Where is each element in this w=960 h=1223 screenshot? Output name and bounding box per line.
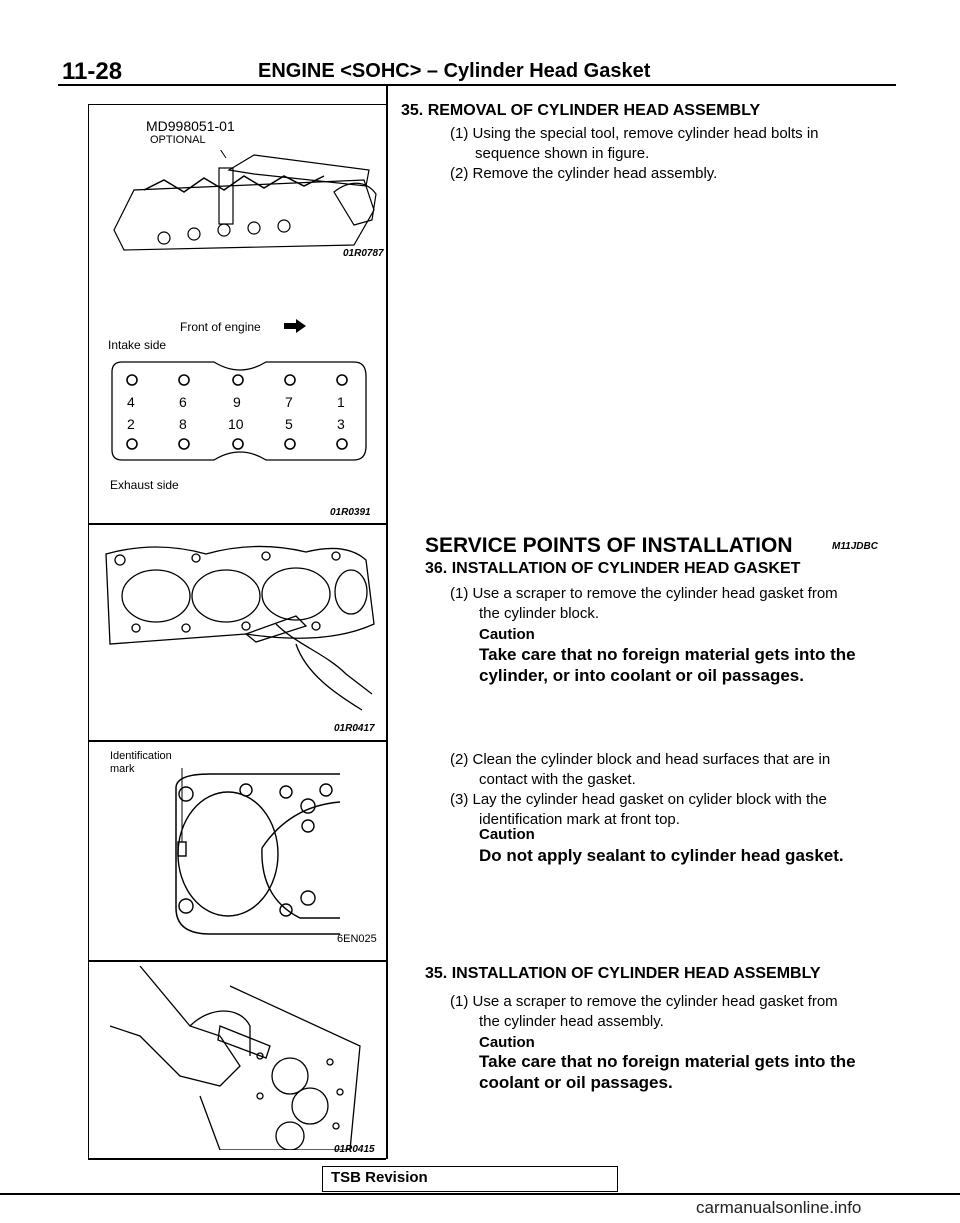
bolt-num-top-1: 4 xyxy=(127,394,135,410)
column-divider xyxy=(386,86,388,1159)
bolt-num-bottom-4: 5 xyxy=(285,416,293,432)
removal-step1-b: sequence shown in figure. xyxy=(475,145,650,162)
installation-caution-label: Caution xyxy=(479,1034,535,1051)
service-step3-a: (3) Lay the cylinder head gasket on cyli… xyxy=(450,791,827,808)
intake-label: Intake side xyxy=(108,338,167,352)
removal-step2: (2) Remove the cylinder head assembly. xyxy=(450,165,718,182)
removal-heading: 35. REMOVAL OF CYLINDER HEAD ASSEMBLY xyxy=(401,102,761,119)
service-step2-b: contact with the gasket. xyxy=(479,771,636,788)
fig-rule-1 xyxy=(88,104,386,105)
fig3-code: 6EN025 xyxy=(337,933,377,945)
service-step2-a: (2) Clean the cylinder block and head su… xyxy=(450,751,831,768)
fig2-code: 01R0417 xyxy=(334,723,375,734)
caution1-line-b: cylinder, or into coolant or oil passage… xyxy=(479,666,804,685)
tool-head-illustration xyxy=(113,150,377,251)
caution2-text: Do not apply sealant to cylinder head ga… xyxy=(479,846,844,865)
fig-rule-3 xyxy=(88,740,386,742)
left-border xyxy=(88,104,89,1159)
bolt-num-top-3: 9 xyxy=(233,394,241,410)
fig4-code: 01R0415 xyxy=(334,1144,375,1155)
tool-label: MD998051-01 xyxy=(146,118,235,134)
fig1-code: 01R0787 xyxy=(343,248,384,259)
service-step1-a: (1) Use a scraper to remove the cylinder… xyxy=(450,585,838,602)
bolt-num-bottom-5: 3 xyxy=(337,416,345,432)
installation-heading: 35. INSTALLATION OF CYLINDER HEAD ASSEMB… xyxy=(425,965,821,982)
service-code: M11JDBC xyxy=(832,541,878,552)
page-title: ENGINE <SOHC> – Cylinder Head Gasket xyxy=(258,60,651,82)
installation-step1-a: (1) Use a scraper to remove the cylinder… xyxy=(450,993,838,1010)
front-label: Front of engine xyxy=(180,320,261,334)
tsb-revision-label: TSB Revision xyxy=(331,1169,428,1186)
bolt-num-top-5: 1 xyxy=(337,394,345,410)
optional-label: OPTIONAL xyxy=(150,134,206,146)
fig-rule-2 xyxy=(88,523,386,525)
removal-step1-a: (1) Using the special tool, remove cylin… xyxy=(450,125,819,142)
bolt-sequence-diagram xyxy=(111,361,367,461)
fig1b-code: 01R0391 xyxy=(330,507,371,518)
scraper-block-illustration xyxy=(105,545,375,711)
installation-step1-b: the cylinder head assembly. xyxy=(479,1013,664,1030)
tsb-revision-box: TSB Revision xyxy=(322,1166,618,1192)
mark-label: mark xyxy=(110,763,135,775)
gasket-illustration xyxy=(175,768,341,935)
identification-label: Identification xyxy=(110,750,172,762)
service-heading: SERVICE POINTS OF INSTALLATION xyxy=(425,534,793,557)
fig-rule-4 xyxy=(88,960,386,962)
bolt-num-top-4: 7 xyxy=(285,394,293,410)
bolt-num-top-2: 6 xyxy=(179,394,187,410)
gasket-install-heading: 36. INSTALLATION OF CYLINDER HEAD GASKET xyxy=(425,560,801,577)
bolt-num-bottom-1: 2 xyxy=(127,416,135,432)
bolt-num-bottom-3: 10 xyxy=(228,416,244,432)
page-number: 11-28 xyxy=(62,58,123,85)
scraper-head-illustration xyxy=(109,966,361,1150)
caution1-label: Caution xyxy=(479,626,535,643)
installation-caution-b: coolant or oil passages. xyxy=(479,1073,673,1092)
service-step3-b: identification mark at front top. xyxy=(479,811,680,828)
service-step1-b: the cylinder block. xyxy=(479,605,600,622)
installation-caution-a: Take care that no foreign material gets … xyxy=(479,1052,856,1071)
arrow-right-icon xyxy=(284,319,306,333)
footer-rule xyxy=(0,1193,960,1195)
bolt-num-bottom-2: 8 xyxy=(179,416,187,432)
exhaust-label: Exhaust side xyxy=(110,478,179,492)
footer-site: carmanualsonline.info xyxy=(696,1198,862,1217)
caution2-label: Caution xyxy=(479,826,535,843)
fig-rule-5 xyxy=(88,1158,386,1160)
caution1-line-a: Take care that no foreign material gets … xyxy=(479,645,856,664)
header-rule xyxy=(58,84,896,86)
